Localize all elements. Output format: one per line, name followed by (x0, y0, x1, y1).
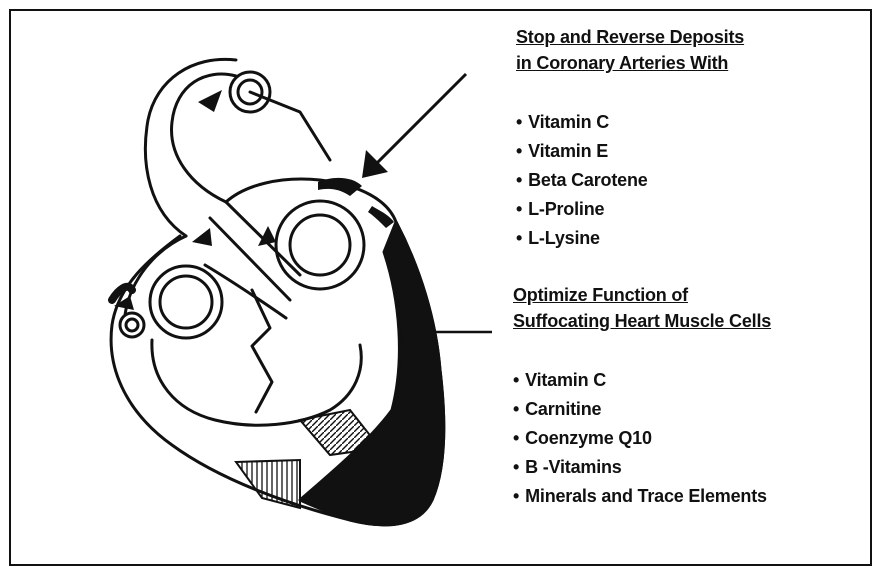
list-item: Vitamin E (516, 137, 648, 166)
list-item: Beta Carotene (516, 166, 648, 195)
plaque-deposit (318, 178, 362, 196)
pointer-arrow-coronary (372, 74, 466, 168)
list-item: Carnitine (513, 395, 767, 424)
section1-heading-line1: Stop and Reverse Deposits (516, 24, 744, 50)
aortic-arch (172, 74, 236, 202)
list-item: B -Vitamins (513, 453, 767, 482)
list-item: Minerals and Trace Elements (513, 482, 767, 511)
flow-arrow-icon (198, 90, 222, 112)
muscle-nutrient-list: Vitamin C Carnitine Coenzyme Q10 B -Vita… (513, 366, 767, 511)
list-item: L-Proline (516, 195, 648, 224)
section2-heading-line1: Optimize Function of (513, 282, 688, 308)
flow-arrow-icon (192, 228, 212, 246)
coronary-nutrient-list: Vitamin C Vitamin E Beta Carotene L-Prol… (516, 108, 648, 253)
list-item: L-Lysine (516, 224, 648, 253)
list-item: Coenzyme Q10 (513, 424, 767, 453)
ventricle-wall (300, 222, 444, 525)
hatched-wall (300, 410, 380, 455)
list-item: Vitamin C (516, 108, 648, 137)
section2-heading-line2: Suffocating Heart Muscle Cells (513, 308, 771, 334)
section1-heading-line2: in Coronary Arteries With (516, 50, 728, 76)
list-item: Vitamin C (513, 366, 767, 395)
